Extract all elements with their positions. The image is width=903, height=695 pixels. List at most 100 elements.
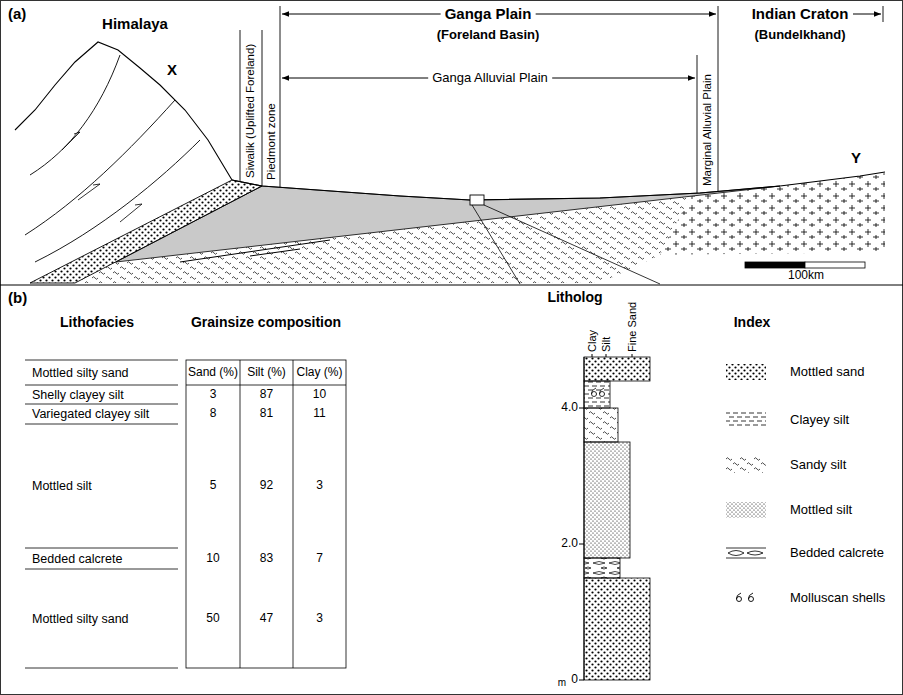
table-heading: Clay (%) xyxy=(296,366,342,380)
unit-mottled-sand xyxy=(584,578,650,680)
section-label: Ganga Alluvial Plain xyxy=(428,71,552,86)
table-rule xyxy=(186,385,346,386)
zoom-line xyxy=(472,205,520,284)
subsurface-fault xyxy=(250,249,300,256)
column-heading: Litholog xyxy=(547,289,602,305)
zoom-line xyxy=(484,205,660,284)
swatch-lens xyxy=(728,551,763,556)
thrust-arrow xyxy=(78,184,100,200)
legend-swatch xyxy=(725,589,767,607)
table-cell: 10 xyxy=(313,388,326,402)
legend-text: Mottled silt xyxy=(790,503,852,518)
unit-calcrete xyxy=(584,558,620,578)
table-cell: 3 xyxy=(316,479,323,493)
row-line xyxy=(25,668,178,669)
litholog xyxy=(579,354,650,680)
section-label: (Foreland Basin) xyxy=(437,28,540,43)
table-cell: 3 xyxy=(316,612,323,626)
row-line xyxy=(25,385,178,386)
legend-swatch xyxy=(725,456,767,474)
row-line xyxy=(25,360,178,361)
depth-tick xyxy=(579,680,584,681)
legend-text: Clayey silt xyxy=(790,413,849,428)
table-cell: 47 xyxy=(260,612,273,626)
grain-tick xyxy=(592,354,593,357)
table-cell: 10 xyxy=(206,552,219,566)
legend-swatch xyxy=(725,544,767,562)
row-line xyxy=(25,569,178,570)
swatch-fill xyxy=(726,412,766,428)
lithofacies-name: Mottled silty sand xyxy=(32,365,129,379)
section-label: X xyxy=(167,61,177,78)
zone-boundary xyxy=(240,30,241,182)
thrust-arrow xyxy=(120,204,142,222)
table-cell: 3 xyxy=(210,388,217,402)
unit-mottled-silt xyxy=(584,442,630,558)
table-cell: 5 xyxy=(210,479,217,493)
unit-sandy-silt xyxy=(584,408,618,442)
table-rule xyxy=(293,360,294,668)
table-cell: 50 xyxy=(206,612,219,626)
legend-swatch xyxy=(725,501,767,519)
section-label: Ganga Plain xyxy=(441,5,536,22)
swatch-fill xyxy=(726,457,766,473)
table-cell: 8 xyxy=(210,407,217,421)
craton-basement xyxy=(660,173,885,255)
panel-letter: (a) xyxy=(8,5,26,22)
legend-text: Sandy silt xyxy=(790,458,846,473)
zone-boundary xyxy=(883,6,884,22)
section-label: Marginal Alluvial Plain xyxy=(701,74,714,186)
grain-axis-label: Fine Sand xyxy=(626,302,639,352)
depth-tick xyxy=(579,544,584,545)
grain-tick xyxy=(606,354,607,357)
depth-label: 2.0 xyxy=(561,537,578,551)
legend-item: Clayey silt xyxy=(725,410,895,430)
thrust-line xyxy=(25,100,175,235)
section-label: Y xyxy=(851,149,861,166)
table-cell: 7 xyxy=(316,552,323,566)
section-label: (Bundelkhand) xyxy=(755,28,846,43)
section-label: Piedmont zone xyxy=(265,103,278,180)
section-label: Himalaya xyxy=(102,15,168,32)
column-heading: Index xyxy=(734,314,771,330)
zone-boundary xyxy=(697,55,698,193)
table-heading: Sand (%) xyxy=(188,366,238,380)
swatch-fill xyxy=(726,364,766,380)
zone-boundary xyxy=(262,30,263,186)
swatch-line xyxy=(726,548,766,549)
section-label: Indian Craton xyxy=(752,5,849,22)
row-line xyxy=(25,548,178,549)
column-heading: Lithofacies xyxy=(60,314,134,330)
lithofacies-name: Mottled silt xyxy=(32,479,92,493)
table-cell: 87 xyxy=(260,388,273,402)
section-site xyxy=(470,195,484,205)
swatch-line xyxy=(726,558,766,559)
legend-swatch xyxy=(725,411,767,429)
legend-item: Mottled silt xyxy=(725,500,895,520)
lithofacies-name: Shelly clayey silt xyxy=(32,387,124,401)
row-line xyxy=(25,424,178,425)
legend-item: Mottled sand xyxy=(725,362,895,382)
shell-symbol xyxy=(748,593,753,602)
legend-item: Sandy silt xyxy=(725,455,895,475)
lithofacies-name: Variegated clayey silt xyxy=(32,407,149,421)
depth-label: 0 xyxy=(571,673,578,687)
siwalik-band xyxy=(30,180,262,283)
zone-boundary xyxy=(280,6,281,187)
table-heading: Silt (%) xyxy=(247,366,286,380)
legend-swatch xyxy=(725,363,767,381)
shell-symbol xyxy=(591,388,596,397)
unit-mottled-sand xyxy=(584,357,650,381)
himalaya-outline xyxy=(15,42,232,180)
depth-axis xyxy=(584,357,585,680)
table-box xyxy=(186,360,346,668)
table-cell: 11 xyxy=(313,407,325,421)
column-heading: Grainsize composition xyxy=(191,314,341,330)
subsurface-fault xyxy=(180,240,330,262)
grain-axis-label: Clay xyxy=(586,330,599,352)
legend-text: Mottled sand xyxy=(790,365,864,380)
panel-letter: (b) xyxy=(8,289,27,306)
section-label: Siwalik (Uplifted Foreland) xyxy=(244,44,257,178)
